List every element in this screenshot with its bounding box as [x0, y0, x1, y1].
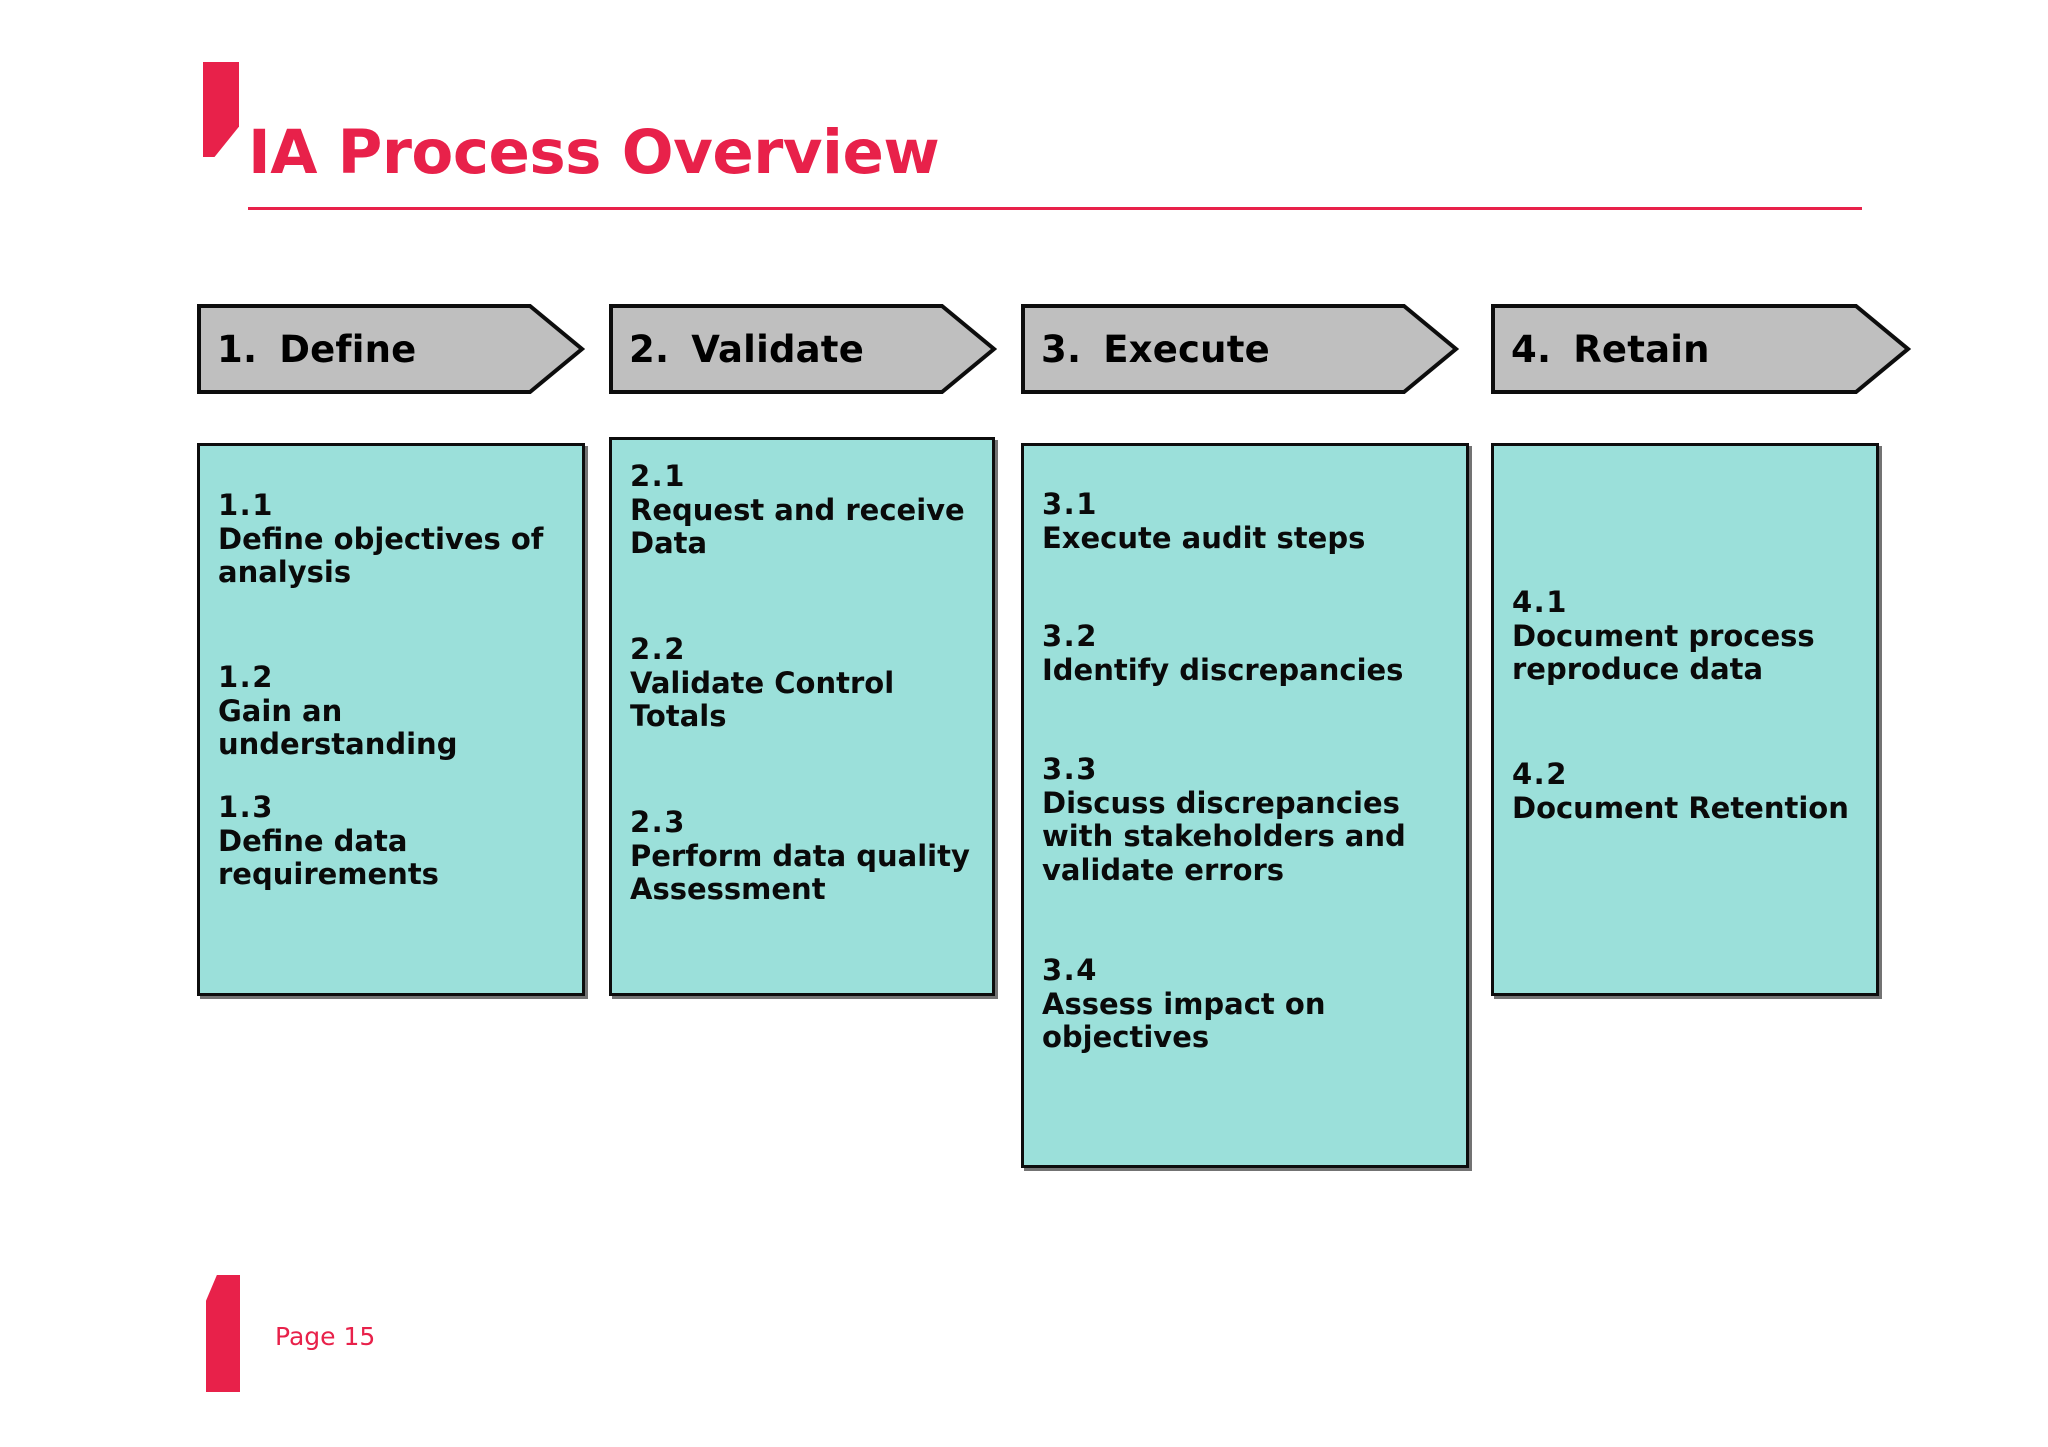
step-text: Request and receive Data — [630, 492, 965, 561]
step-number: 2.2 — [630, 632, 686, 666]
step-number: 3.2 — [1042, 619, 1098, 653]
step-text: Document Retention — [1512, 790, 1849, 825]
phase-name-3: Execute — [1103, 327, 1270, 371]
step-item: 1.2 Gain an understanding — [218, 660, 576, 762]
step-number: 2.3 — [630, 805, 686, 839]
header-accent-marker-icon — [203, 62, 239, 157]
phase-content-box-4: 4.1 Document process reproduce data 4.2 … — [1491, 443, 1879, 996]
phase-content-box-3: 3.1 Execute audit steps 3.2 Identify dis… — [1021, 443, 1469, 1168]
title-underline-rule — [248, 207, 1862, 210]
step-item: 4.1 Document process reproduce data — [1512, 585, 1870, 687]
step-item: 1.1 Define objectives of analysis — [218, 488, 576, 590]
phase-arrow-label-3: 3. Execute — [1041, 303, 1270, 395]
step-item: 3.3 Discuss discrepancies with stakehold… — [1042, 752, 1460, 888]
footer-accent-marker-icon — [206, 1275, 240, 1392]
phase-arrow-1[interactable]: 1. Define — [197, 303, 585, 395]
phase-arrow-2[interactable]: 2. Validate — [609, 303, 997, 395]
phase-arrow-4[interactable]: 4. Retain — [1491, 303, 1911, 395]
phase-arrow-label-4: 4. Retain — [1511, 303, 1710, 395]
step-number: 1.2 — [218, 660, 274, 694]
phase-number-4: 4. — [1511, 327, 1552, 371]
step-number: 3.3 — [1042, 752, 1098, 786]
phase-arrow-3[interactable]: 3. Execute — [1021, 303, 1459, 395]
step-number: 3.4 — [1042, 953, 1098, 987]
step-number: 1.1 — [218, 488, 274, 522]
step-item: 2.2 Validate Control Totals — [630, 632, 986, 734]
page-number-label: Page 15 — [275, 1322, 376, 1351]
step-text: Document process reproduce data — [1512, 618, 1815, 687]
step-item: 3.1 Execute audit steps — [1042, 487, 1460, 555]
step-item: 3.4 Assess impact on objectives — [1042, 953, 1460, 1055]
phase-arrow-label-1: 1. Define — [217, 303, 416, 395]
step-text: Gain an understanding — [218, 693, 458, 762]
phase-content-box-2: 2.1 Request and receive Data 2.2 Validat… — [609, 437, 995, 996]
chevron-arrow-icon — [1021, 304, 1459, 394]
step-text: Execute audit steps — [1042, 520, 1366, 555]
step-item: 2.1 Request and receive Data — [630, 459, 986, 561]
phase-number-2: 2. — [629, 327, 670, 371]
step-item: 4.2 Document Retention — [1512, 757, 1870, 825]
step-number: 4.2 — [1512, 757, 1568, 791]
step-text: Validate Control Totals — [630, 665, 895, 734]
phase-number-1: 1. — [217, 327, 258, 371]
step-text: Define data requirements — [218, 823, 439, 892]
step-text: Discuss discrepancies with stakeholders … — [1042, 785, 1406, 887]
phase-name-1: Define — [279, 327, 417, 371]
chevron-arrow-icon — [609, 304, 997, 394]
step-text: Assess impact on objectives — [1042, 986, 1326, 1055]
step-item: 1.3 Define data requirements — [218, 790, 576, 892]
step-text: Perform data quality Assessment — [630, 838, 970, 907]
step-item: 2.3 Perform data quality Assessment — [630, 805, 986, 907]
step-item: 3.2 Identify discrepancies — [1042, 619, 1460, 687]
step-text: Identify discrepancies — [1042, 652, 1404, 687]
phase-number-3: 3. — [1041, 327, 1082, 371]
page-title: IA Process Overview — [248, 117, 940, 188]
phase-content-box-1: 1.1 Define objectives of analysis 1.2 Ga… — [197, 443, 585, 996]
phase-name-2: Validate — [691, 327, 864, 371]
step-number: 2.1 — [630, 459, 686, 493]
chevron-arrow-icon — [1491, 304, 1911, 394]
step-number: 3.1 — [1042, 487, 1098, 521]
chevron-arrow-icon — [197, 304, 585, 394]
phase-arrow-label-2: 2. Validate — [629, 303, 864, 395]
step-text: Define objectives of analysis — [218, 521, 544, 590]
phase-name-4: Retain — [1573, 327, 1710, 371]
step-number: 1.3 — [218, 790, 274, 824]
step-number: 4.1 — [1512, 585, 1568, 619]
